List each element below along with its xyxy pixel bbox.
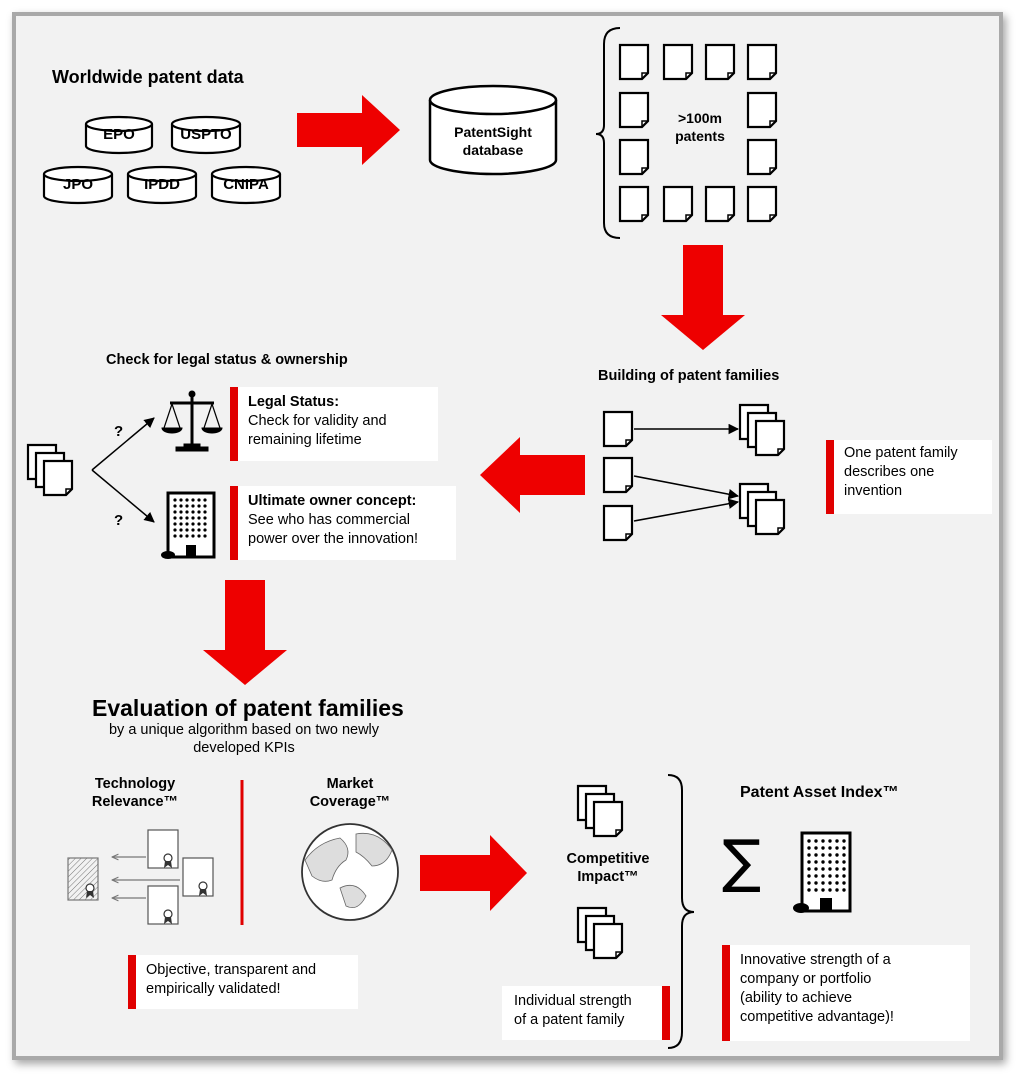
families-note-line2: describes one	[844, 463, 935, 480]
pai-note-line1: Innovative strength of a	[740, 952, 891, 968]
cylinder-uspto	[170, 115, 242, 155]
impact-note-line2: of a patent family	[514, 1011, 625, 1028]
impact-label-line1: Competitive	[566, 851, 650, 867]
cylinder-cnipa	[210, 165, 282, 205]
impact-label-line2: Impact™	[577, 869, 639, 885]
families-title: Building of patent families	[598, 368, 780, 384]
red-arrows	[203, 95, 745, 911]
database-cylinder	[428, 84, 558, 176]
impact-stack-top	[578, 786, 622, 836]
pai-note-line2: company or portfolio	[740, 970, 872, 987]
families-note: One patent family describes one inventio…	[826, 440, 992, 514]
patents-label: patents	[675, 128, 725, 144]
families-diagram	[602, 405, 784, 542]
legal-status-title: Legal Status:	[248, 394, 340, 410]
legal-question-top: ?	[114, 423, 124, 440]
office-label-cnipa: CNIPA	[223, 176, 269, 193]
impact-stack-bottom	[578, 908, 622, 958]
legal-status-callout: Legal Status: Check for validity and rem…	[230, 387, 438, 461]
owner-callout: Ultimate owner concept: See who has comm…	[230, 486, 456, 560]
office-label-ipdd: IPDD	[144, 176, 180, 193]
evaluation-note-line1: Objective, transparent and	[146, 962, 317, 978]
evaluation-subtitle-line2: developed KPIs	[193, 740, 295, 756]
legal-title: Check for legal status & ownership	[106, 352, 348, 368]
cylinder-epo	[84, 115, 154, 155]
evaluation-note-line2: empirically validated!	[146, 980, 281, 997]
arrow-right-impact	[420, 835, 527, 911]
office-label-jpo: JPO	[62, 176, 93, 193]
technology-relevance-illustration	[67, 780, 244, 925]
arrow-right-sources	[297, 95, 400, 165]
arrow-left-legal	[480, 437, 585, 513]
pai-title: Patent Asset Index™	[740, 784, 899, 801]
tech-label-line1: Technology	[94, 776, 176, 792]
impact-note-line1: Individual strength	[514, 993, 632, 1009]
legal-diagram	[28, 417, 155, 523]
sigma-symbol: ∑	[722, 827, 762, 895]
office-label-epo: EPO	[103, 126, 135, 143]
pai-note: Innovative strength of a company or port…	[722, 945, 970, 1041]
pai-note-line3: (ability to achieve	[740, 989, 853, 1006]
scales-icon	[161, 390, 223, 452]
impact-note: Individual strength of a patent family	[502, 986, 670, 1040]
arrow-down-evaluation	[203, 580, 287, 685]
office-label-uspto: USPTO	[180, 126, 232, 143]
globe-icon	[301, 823, 399, 921]
cylinder-jpo	[42, 165, 114, 205]
patents-count: >100m	[678, 110, 722, 126]
pai-brace	[667, 774, 695, 1049]
families-note-line3: invention	[844, 482, 903, 499]
sources-title: Worldwide patent data	[52, 67, 244, 87]
evaluation-title: Evaluation of patent families	[92, 695, 404, 721]
legal-question-bottom: ?	[114, 512, 124, 529]
owner-line2: power over the innovation!	[248, 530, 419, 547]
pai-note-line4: competitive advantage)!	[740, 1008, 894, 1025]
pai-building-icon	[793, 831, 852, 913]
owner-line1: See who has commercial	[248, 511, 410, 528]
market-label-line1: Market	[326, 776, 374, 792]
evaluation-subtitle-line1: by a unique algorithm based on two newly	[108, 722, 380, 738]
owner-title: Ultimate owner concept:	[248, 493, 417, 509]
patents-brace	[595, 27, 621, 239]
building-icon	[161, 491, 216, 559]
database-label-line1: PatentSight	[454, 124, 532, 140]
tech-label-line2: Relevance™	[91, 794, 179, 810]
market-label-line2: Coverage™	[309, 794, 391, 810]
office-cylinders	[42, 115, 282, 205]
arrow-down-families	[661, 245, 745, 350]
evaluation-note: Objective, transparent and empirically v…	[128, 955, 358, 1009]
families-note-line1: One patent family	[844, 445, 958, 461]
cylinder-ipdd	[126, 165, 198, 205]
legal-status-line2: remaining lifetime	[248, 431, 362, 448]
legal-status-line1: Check for validity and	[248, 412, 387, 429]
database-label-line2: database	[462, 142, 524, 158]
